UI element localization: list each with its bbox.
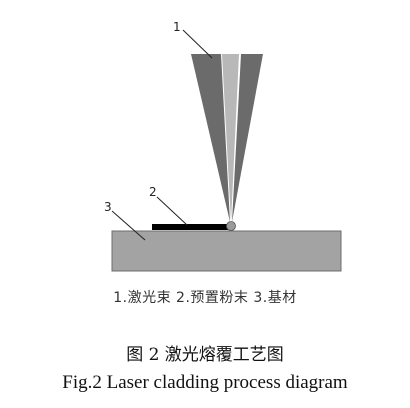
laser-beam-right-wedge: [232, 54, 263, 222]
substrate-block: [111, 230, 342, 272]
leader-line-1: [182, 29, 213, 59]
component-legend: 1.激光束 2.预置粉末 3.基材: [113, 290, 297, 306]
callout-substrate: 3: [104, 200, 112, 214]
figure-caption-chinese: 图 2 激光熔覆工艺图: [126, 345, 284, 365]
callout-powder: 2: [149, 185, 157, 199]
preset-powder-layer: [152, 224, 228, 230]
laser-beam-left-wedge: [191, 54, 230, 222]
laser-beam: [191, 54, 263, 222]
laser-beam-center-wedge: [222, 54, 239, 222]
melt-spot: [226, 221, 236, 231]
leader-line-3: [111, 210, 146, 241]
callout-beam: 1: [173, 20, 181, 34]
figure-caption-english: Fig.2 Laser cladding process diagram: [62, 372, 348, 393]
leader-line-2: [156, 196, 188, 226]
